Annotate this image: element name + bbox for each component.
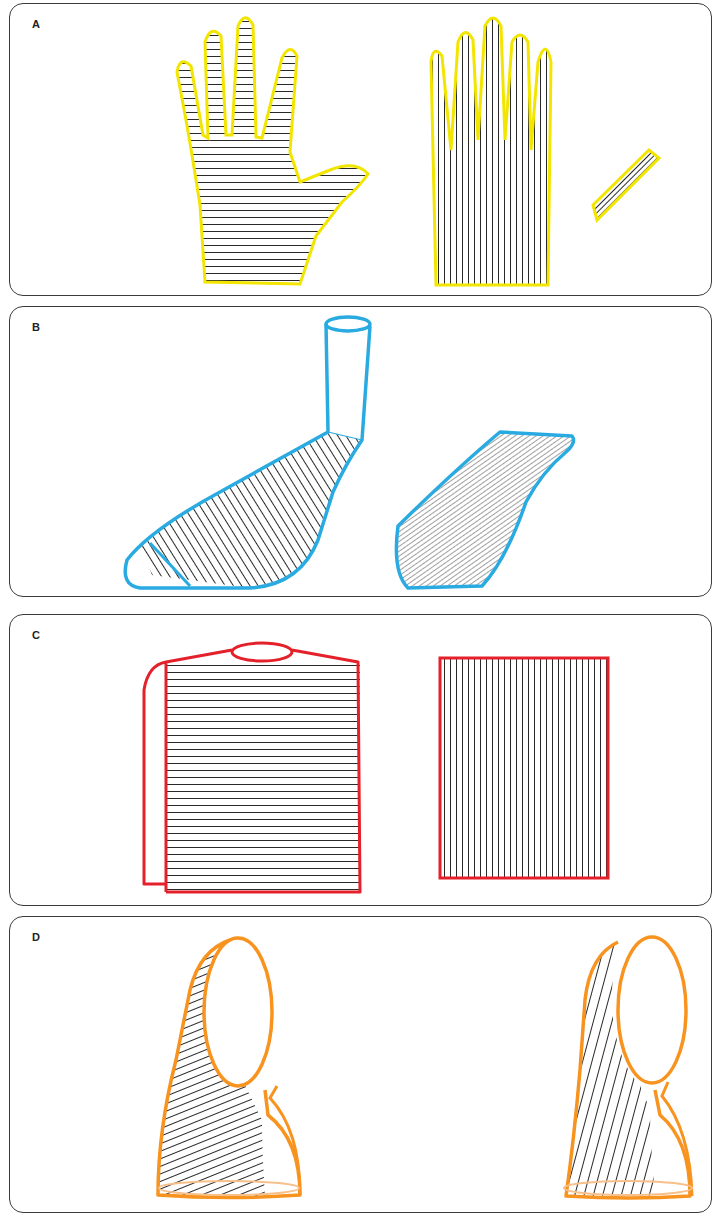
figure-panel: B xyxy=(9,306,712,597)
figure-panel: C xyxy=(9,614,712,906)
panel-letter: C xyxy=(32,629,40,641)
figure-panel: D xyxy=(9,916,712,1213)
panel-letter: B xyxy=(32,321,40,333)
sock-figure xyxy=(125,317,573,588)
figure-panel: A xyxy=(9,3,712,296)
head-figure xyxy=(158,937,692,1198)
panel-letter: D xyxy=(32,931,40,943)
panel-letter: A xyxy=(32,18,40,30)
shirt-figure xyxy=(144,643,608,892)
hand-figure xyxy=(177,18,659,285)
